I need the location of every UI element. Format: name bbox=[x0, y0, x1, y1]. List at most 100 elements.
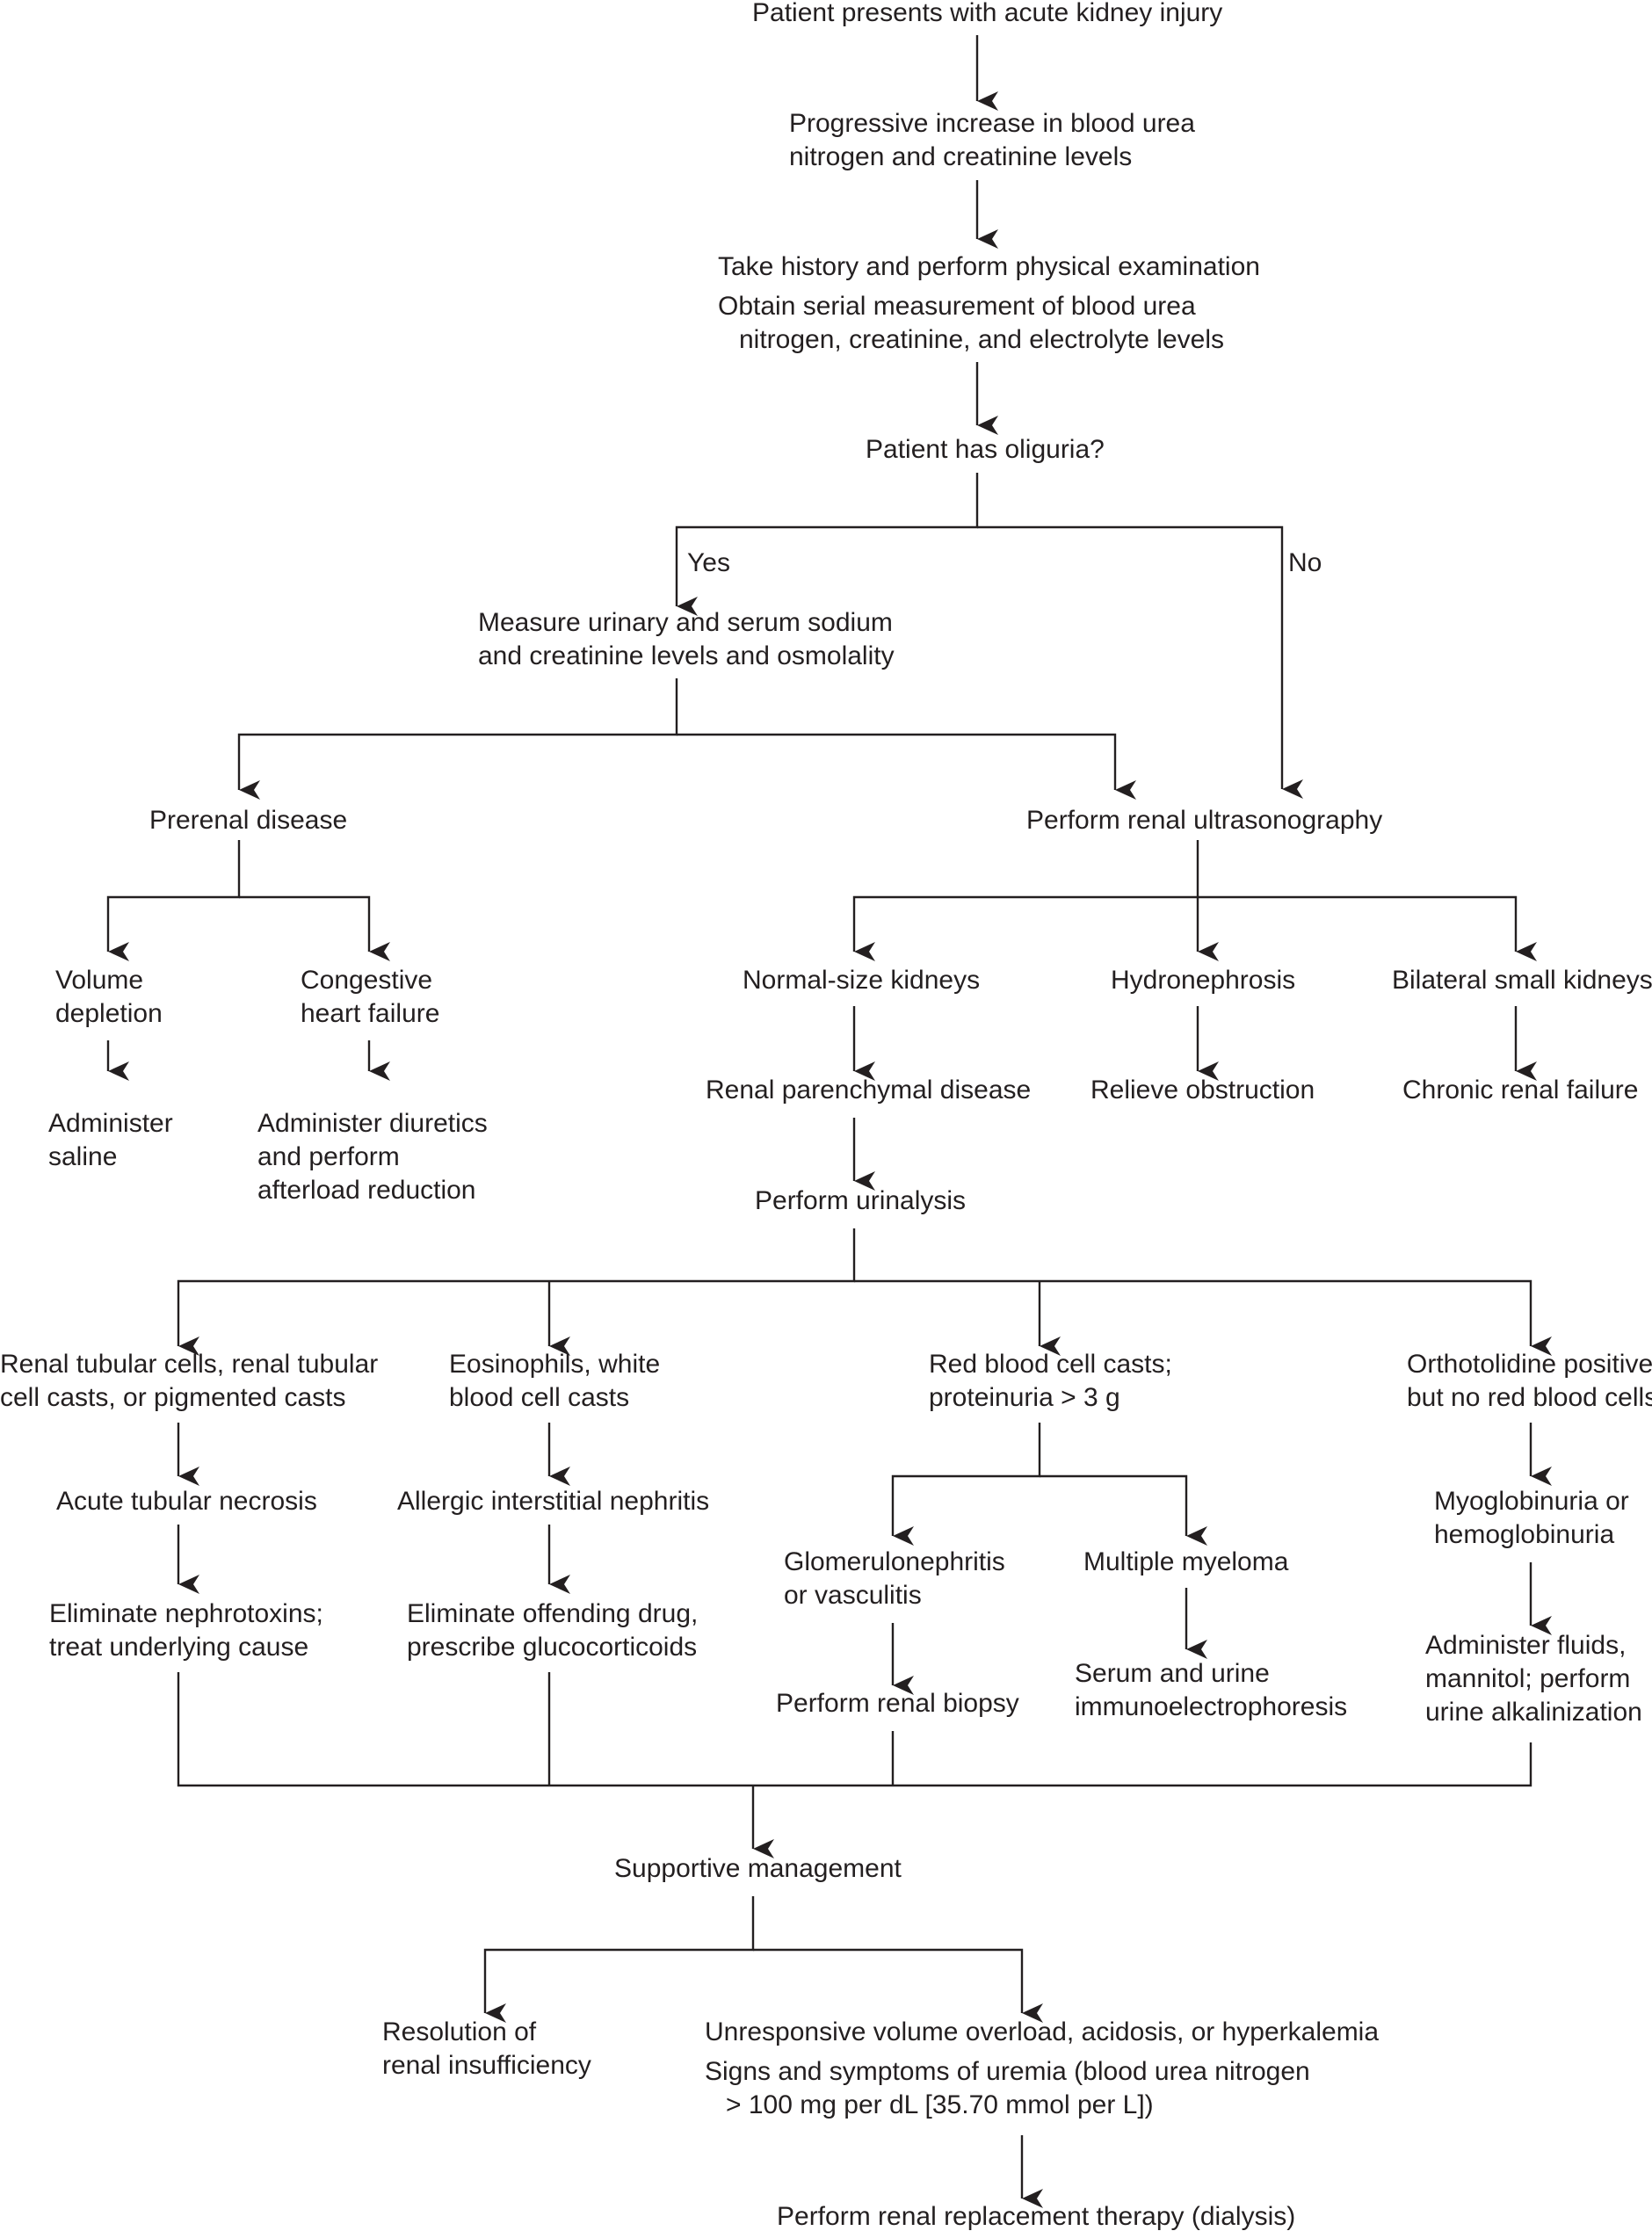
node-n17: Chronic renal failure bbox=[1402, 1076, 1638, 1105]
node-n29: Eliminate offending drug, prescribe gluco… bbox=[407, 1599, 698, 1662]
node-n28-line-1: Eliminate nephrotoxins; bbox=[49, 1599, 323, 1628]
arrow-n7-n12 bbox=[852, 840, 1199, 961]
node-n10-line-2: saline bbox=[48, 1142, 117, 1171]
node-n10-line-1: Administer bbox=[48, 1109, 173, 1138]
node-n29-line-1: Eliminate offending drug, bbox=[407, 1599, 698, 1628]
node-n22-line-1: Orthotolidine positive bbox=[1407, 1350, 1652, 1379]
node-n3: Take history and perform physical examin… bbox=[718, 252, 1260, 354]
node-n33-line-1: Supportive management bbox=[614, 1854, 902, 1883]
arrow-n5-n7 bbox=[677, 733, 1136, 800]
node-n3-line-2: Obtain serial measurement of blood urea bbox=[718, 292, 1196, 321]
arrow-n21-n25 bbox=[891, 1423, 1041, 1546]
node-n12: Normal-size kidneys bbox=[743, 966, 980, 995]
node-n35: Unresponsive volume overload, acidosis, … bbox=[705, 2017, 1379, 2119]
node-n21-line-1: Red blood cell casts; bbox=[929, 1350, 1172, 1379]
node-n31-line-1: Serum and urine bbox=[1075, 1659, 1270, 1688]
node-n17-line-1: Chronic renal failure bbox=[1402, 1076, 1638, 1105]
node-n28-line-2: treat underlying cause bbox=[49, 1633, 308, 1662]
node-n32-line-2: mannitol; perform bbox=[1425, 1664, 1630, 1693]
node-n25-line-1: Glomerulonephritis bbox=[784, 1547, 1005, 1576]
node-n30-line-1: Perform renal biopsy bbox=[776, 1689, 1019, 1718]
node-n24-line-1: Allergic interstitial nephritis bbox=[397, 1487, 709, 1516]
node-n9-line-1: Congestive bbox=[301, 966, 432, 995]
node-n19-line-2: cell casts, or pigmented casts bbox=[0, 1383, 346, 1412]
node-n10: Administer saline bbox=[48, 1109, 173, 1171]
node-n24: Allergic interstitial nephritis bbox=[397, 1487, 709, 1516]
node-n21: Red blood cell casts; proteinuria > 3 g bbox=[929, 1350, 1172, 1412]
arrow-n4-no bbox=[977, 525, 1303, 799]
arrow-n18-n19 bbox=[177, 1228, 856, 1356]
node-n5-line-1: Measure urinary and serum sodium bbox=[478, 608, 893, 637]
node-n15: Renal parenchymal disease bbox=[706, 1076, 1031, 1105]
node-n25: Glomerulonephritis or vasculitis bbox=[784, 1547, 1005, 1610]
node-n35-line-1: Unresponsive volume overload, acidosis, … bbox=[705, 2017, 1379, 2046]
node-n9-line-2: heart failure bbox=[301, 999, 439, 1028]
node-n6-line-1: Prerenal disease bbox=[149, 806, 347, 835]
node-n26: Multiple myeloma bbox=[1083, 1547, 1289, 1576]
node-n11-line-2: and perform bbox=[257, 1142, 400, 1171]
node-n34-line-1: Resolution of bbox=[382, 2017, 537, 2046]
node-n31-line-2: immunoelectrophoresis bbox=[1075, 1692, 1347, 1721]
node-n31: Serum and urine immunoelectrophoresis bbox=[1075, 1659, 1347, 1721]
node-n36: Perform renal replacement therapy (dialy… bbox=[777, 2202, 1295, 2231]
node-n3-line-1: Take history and perform physical examin… bbox=[718, 252, 1260, 281]
node-n3-line-3: nitrogen, creatinine, and electrolyte le… bbox=[739, 325, 1224, 354]
arrow-n33-n34 bbox=[483, 1896, 755, 2023]
node-n20-line-2: blood cell casts bbox=[449, 1383, 629, 1412]
node-n22-line-2: but no red blood cells bbox=[1407, 1383, 1652, 1412]
node-n36-line-1: Perform renal replacement therapy (dialy… bbox=[777, 2202, 1295, 2231]
node-n26-line-1: Multiple myeloma bbox=[1083, 1547, 1289, 1576]
node-n13: Hydronephrosis bbox=[1111, 966, 1295, 995]
node-n12-line-1: Normal-size kidneys bbox=[743, 966, 980, 995]
node-n21-line-2: proteinuria > 3 g bbox=[929, 1383, 1120, 1412]
node-n19: Renal tubular cells, renal tubular cell c… bbox=[0, 1350, 378, 1412]
node-n27-line-1: Myoglobinuria or bbox=[1434, 1487, 1629, 1516]
arrow-n21-n26 bbox=[1040, 1474, 1207, 1546]
arrow-n33-n35 bbox=[753, 1948, 1043, 2023]
node-n23: Acute tubular necrosis bbox=[56, 1487, 317, 1516]
node-n35-line-3: > 100 mg per dL [35.70 mmol per L]) bbox=[726, 2090, 1154, 2119]
node-n23-line-1: Acute tubular necrosis bbox=[56, 1487, 317, 1516]
arrow-n7-n14 bbox=[1198, 895, 1537, 961]
node-n30: Perform renal biopsy bbox=[776, 1689, 1019, 1718]
node-n5-line-2: and creatinine levels and osmolality bbox=[478, 641, 895, 670]
node-n18-line-1: Perform urinalysis bbox=[755, 1186, 966, 1215]
node-n4-line-1: Patient has oliguria? bbox=[866, 435, 1105, 464]
node-n4: Patient has oliguria? bbox=[866, 435, 1105, 464]
node-n8-line-2: depletion bbox=[55, 999, 163, 1028]
arrow-n5-n6 bbox=[237, 678, 678, 800]
node-n18: Perform urinalysis bbox=[755, 1186, 966, 1215]
node-n5: Measure urinary and serum sodium and crea… bbox=[478, 608, 895, 670]
node-n29-line-2: prescribe glucocorticoids bbox=[407, 1633, 697, 1662]
node-n15-line-1: Renal parenchymal disease bbox=[706, 1076, 1031, 1105]
node-n35-line-2: Signs and symptoms of uremia (blood urea… bbox=[705, 2057, 1310, 2086]
node-n1-line-1: Patient presents with acute kidney injur… bbox=[752, 0, 1222, 27]
node-n9: Congestive heart failure bbox=[301, 966, 439, 1028]
edge-label-yes: Yes bbox=[687, 548, 730, 577]
node-n16: Relieve obstruction bbox=[1090, 1076, 1315, 1105]
node-n19-line-1: Renal tubular cells, renal tubular bbox=[0, 1350, 378, 1379]
arrow-n18-n22 bbox=[854, 1279, 1552, 1356]
node-n7: Perform renal ultrasonography bbox=[1026, 806, 1382, 835]
node-n16-line-1: Relieve obstruction bbox=[1090, 1076, 1315, 1105]
node-n32-line-3: urine alkalinization bbox=[1425, 1698, 1642, 1727]
node-n14-line-1: Bilateral small kidneys bbox=[1392, 966, 1652, 995]
arrow-n4-yes bbox=[675, 473, 979, 616]
node-n22: Orthotolidine positive but no red blood c… bbox=[1407, 1350, 1652, 1412]
node-n1: Patient presents with acute kidney injur… bbox=[752, 0, 1222, 27]
edge-label-no: No bbox=[1288, 548, 1322, 577]
node-n34-line-2: renal insufficiency bbox=[382, 2051, 591, 2080]
node-n25-line-2: or vasculitis bbox=[784, 1581, 922, 1610]
node-n33: Supportive management bbox=[614, 1854, 902, 1883]
merge-line bbox=[177, 1672, 1532, 1787]
connectors bbox=[106, 35, 1552, 2208]
node-n14: Bilateral small kidneys bbox=[1392, 966, 1652, 995]
node-n6: Prerenal disease bbox=[149, 806, 347, 835]
